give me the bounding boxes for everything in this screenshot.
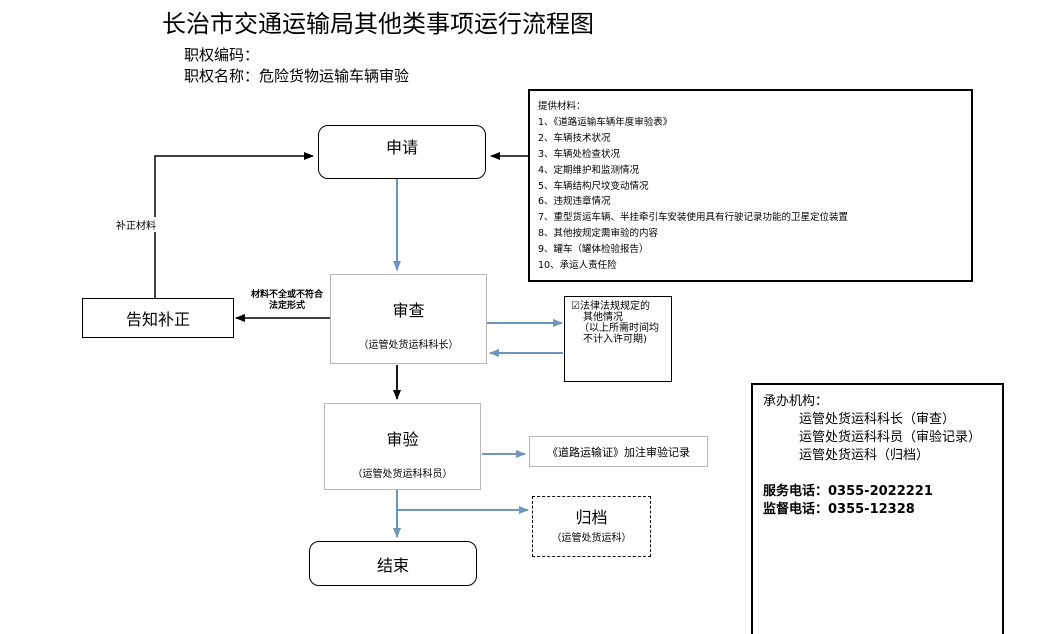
org-line: 运管处货运科科长（审查） bbox=[799, 412, 956, 427]
apply-label: 申请 bbox=[385, 138, 418, 157]
org-heading: 承办机构： bbox=[763, 394, 829, 409]
legal-note-line2: 其他情况 bbox=[583, 312, 623, 323]
legal-note-line3: （以上所需时间均 bbox=[579, 323, 659, 334]
legal-note-line1: ☑法律法规规定的 bbox=[571, 301, 650, 312]
org-line: 运管处货运科（归档） bbox=[799, 448, 930, 463]
materials-item: 5、车辆结构尺坟变动情况 bbox=[538, 180, 649, 192]
materials-item: 4、定期维护和监测情况 bbox=[538, 164, 640, 176]
end-label: 结束 bbox=[376, 555, 409, 575]
org-box: 承办机构： 运管处货运科科长（审查） 运管处货运科科员（审验记录） 运管处货运科… bbox=[751, 383, 1004, 634]
archive-sub-label: （运管处货运科） bbox=[551, 533, 632, 544]
incomplete-label: 材料不全或不符合 法定形式 bbox=[242, 290, 332, 312]
legal-note-line4: 不计入许可期) bbox=[583, 334, 647, 345]
materials-box: 提供材料： 1、《道路运输车辆年度审验表》 2、车辆技术状况 3、车辆处检查状况… bbox=[528, 89, 973, 282]
archive-label: 归档 bbox=[575, 508, 608, 527]
materials-item: 6、违规违章情况 bbox=[538, 196, 611, 208]
materials-heading: 提供材料： bbox=[538, 101, 586, 112]
incomplete-label-line1: 材料不全或不符合 bbox=[250, 290, 323, 300]
resubmit-label: 补正材料 bbox=[116, 217, 156, 232]
legal-note-box: ☑法律法规规定的 其他情况 （以上所需时间均 不计入许可期) bbox=[564, 296, 672, 382]
authority-name-label: 职权名称： bbox=[184, 67, 260, 85]
notify-label: 告知补正 bbox=[125, 310, 190, 329]
materials-item: 7、重型货运车辆、半挂牵引车安装使用具有行驶记录功能的卫星定位装置 bbox=[538, 212, 849, 224]
materials-item: 3、车辆处检查状况 bbox=[538, 148, 621, 160]
inspect-label: 审验 bbox=[386, 430, 419, 449]
apply-node: 申请 bbox=[318, 125, 486, 179]
notify-node: 告知补正 bbox=[82, 298, 234, 338]
materials-item: 1、《道路运输车辆年度审验表》 bbox=[538, 116, 673, 128]
end-node: 结束 bbox=[309, 541, 477, 586]
authority-name-value: 危险货物运输车辆审验 bbox=[259, 67, 410, 85]
page-title: 长治市交通运输局其他类事项运行流程图 bbox=[162, 10, 594, 38]
arrow-resubmit bbox=[154, 152, 314, 298]
materials-item: 8、其他按规定需审验的内容 bbox=[538, 228, 659, 240]
review-label: 审查 bbox=[392, 301, 425, 320]
authority-name: 职权名称：危险货物运输车辆审验 bbox=[184, 65, 409, 86]
inspect-sub-label: （运管处货运科科员） bbox=[352, 469, 453, 480]
service-phone: 服务电话：0355-2022221 bbox=[763, 484, 933, 499]
archive-node: 归档 （运管处货运科） bbox=[532, 496, 651, 557]
org-line: 运管处货运科科员（审验记录） bbox=[799, 430, 982, 445]
inspect-node: 审验 （运管处货运科科员） bbox=[324, 403, 481, 490]
incomplete-label-line2: 法定形式 bbox=[268, 301, 305, 311]
materials-item: 9、罐车（罐体检验报告） bbox=[538, 244, 649, 256]
record-label: 《道路运输证》加注审验记录 bbox=[547, 445, 690, 459]
supervise-phone: 监督电话：0355-12328 bbox=[763, 502, 915, 517]
materials-item: 2、车辆技术状况 bbox=[538, 132, 611, 144]
review-node: 审查 （运管处货运科科长） bbox=[330, 274, 487, 364]
materials-item: 10、承运人责任险 bbox=[538, 260, 617, 272]
record-node: 《道路运输证》加注审验记录 bbox=[529, 436, 708, 467]
review-sub-label: （运管处货运科科长） bbox=[358, 340, 459, 351]
authority-code-label: 职权编码： bbox=[184, 46, 260, 64]
